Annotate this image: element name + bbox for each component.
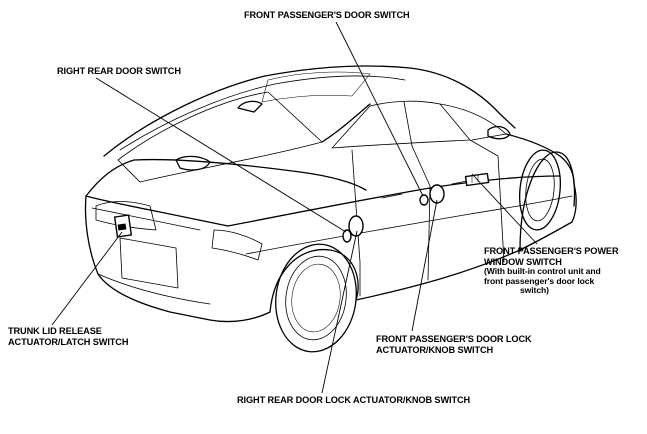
leader-power-window [471, 173, 538, 245]
front-wheel [519, 149, 561, 231]
label-front-passenger-door-lock: FRONT PASSENGER'S DOOR LOCK ACTUATOR/KNO… [376, 334, 532, 355]
label-line: FRONT PASSENGER'S POWER [484, 246, 619, 256]
trunk-latch-detail [117, 223, 127, 231]
rear-door-switch-part [342, 229, 352, 243]
leader-trunk-lid [51, 231, 123, 326]
label-line: ACTUATOR/KNOB SWITCH [376, 344, 494, 355]
label-line: WINDOW SWITCH [484, 256, 562, 267]
leader-front-door-lock [411, 199, 438, 332]
label-trunk-lid-release: TRUNK LID RELEASE ACTUATOR/LATCH SWITCH [8, 326, 128, 347]
label-line: switch) [520, 285, 549, 296]
label-line: FRONT PASSENGER'S DOOR LOCK [376, 334, 532, 344]
label-line: front passenger's door lock [484, 275, 595, 286]
label-right-rear-door-switch: RIGHT REAR DOOR SWITCH [57, 66, 181, 76]
leader-rear-door-switch [95, 77, 347, 233]
label-line: (With built-in control unit and [484, 266, 601, 276]
label-line: ACTUATOR/LATCH SWITCH [8, 336, 129, 347]
label-right-rear-door-lock: RIGHT REAR DOOR LOCK ACTUATOR/KNOB SWITC… [237, 395, 471, 405]
label-power-window-note: (With built-in control unit and front pa… [484, 266, 601, 296]
leader-rear-door-lock [321, 230, 358, 394]
label-line: TRUNK LID RELEASE [8, 326, 102, 336]
label-front-passenger-door-switch: FRONT PASSENGER'S DOOR SWITCH [244, 10, 410, 20]
rear-wheel [275, 243, 357, 353]
label-front-passenger-power-window-switch: FRONT PASSENGER'S POWER WINDOW SWITCH [484, 246, 619, 267]
car-body [84, 65, 577, 323]
leader-front-door-switch [335, 21, 424, 197]
front-door-lock-actuator [429, 184, 445, 204]
front-door-switch-part [419, 194, 429, 206]
